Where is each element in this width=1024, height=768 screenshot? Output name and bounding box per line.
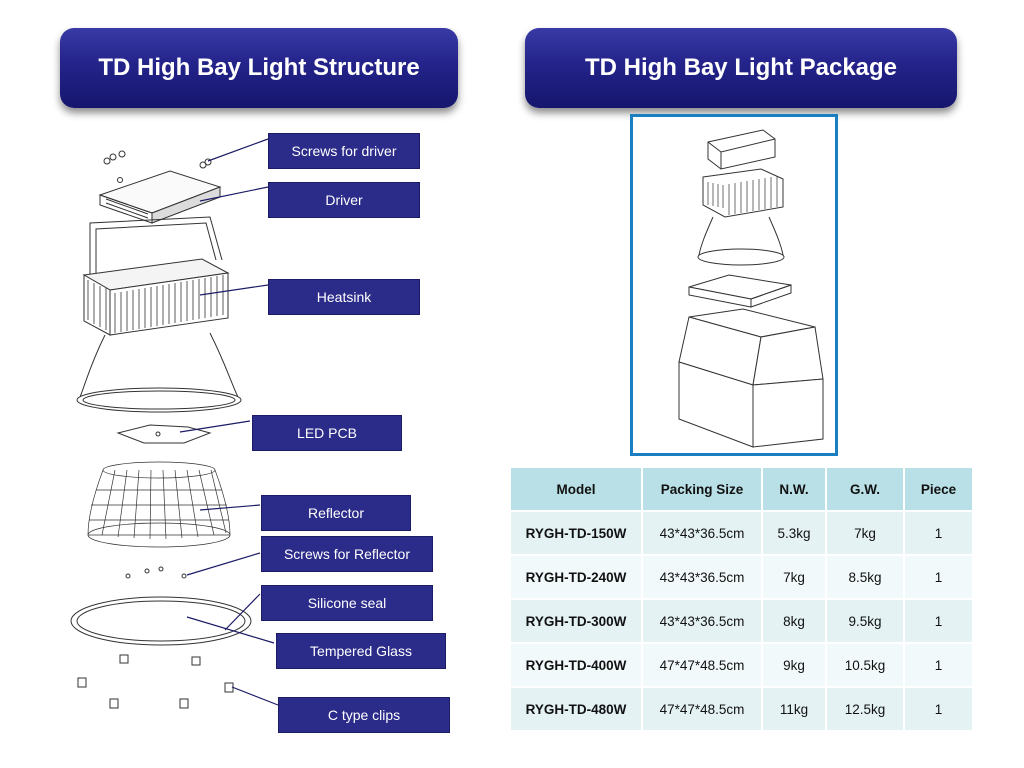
leader-lines [179,138,279,706]
table-row: RYGH-TD-480W 47*47*48.5cm 11kg 12.5kg 1 [511,688,972,730]
cell-net-weight: 7kg [763,556,825,598]
label-tempered-glass: Tempered Glass [276,633,446,669]
cell-piece: 1 [905,556,972,598]
package-title-banner: TD High Bay Light Package [525,28,957,108]
cell-gross-weight: 9.5kg [827,600,903,642]
package-exploded-drawing [678,129,824,448]
package-title: TD High Bay Light Package [584,54,898,81]
cell-packing-size: 43*43*36.5cm [643,600,761,642]
label-text: LED PCB [297,425,357,441]
heatsink-drawing [82,216,230,336]
cell-packing-size: 43*43*36.5cm [643,556,761,598]
label-text: Screws for Reflector [283,546,411,562]
label-heatsink: Heatsink [268,279,420,315]
label-screws-for-reflector: Screws for Reflector [261,536,433,572]
label-silicone-seal: Silicone seal [261,585,433,621]
cell-gross-weight: 8.5kg [827,556,903,598]
cell-net-weight: 8kg [763,600,825,642]
label-driver: Driver [268,182,420,218]
package-spec-table: Model Packing Size N.W. G.W. Piece RYGH-… [509,466,974,732]
table-header-row: Model Packing Size N.W. G.W. Piece [511,468,972,510]
led-pcb-drawing [116,424,212,444]
cell-model: RYGH-TD-400W [511,644,641,686]
cell-model: RYGH-TD-480W [511,688,641,730]
cell-packing-size: 43*43*36.5cm [643,512,761,554]
label-led-pcb: LED PCB [252,415,402,451]
cell-piece: 1 [905,512,972,554]
cell-gross-weight: 10.5kg [827,644,903,686]
cell-model: RYGH-TD-240W [511,556,641,598]
label-text: Screws for driver [291,143,397,159]
cell-packing-size: 47*47*48.5cm [643,688,761,730]
header-packing-size: Packing Size [643,468,761,510]
seal-glass-drawing [70,596,252,646]
housing-drawing [76,332,242,413]
c-clips-drawing [77,654,234,709]
label-text: Reflector [307,505,365,521]
label-text: Tempered Glass [310,643,412,659]
header-piece: Piece [905,468,972,510]
cell-packing-size: 47*47*48.5cm [643,644,761,686]
structure-title: TD High Bay Light Structure [98,54,420,81]
package-illustration-frame [630,114,838,456]
cell-model: RYGH-TD-150W [511,512,641,554]
cell-gross-weight: 7kg [827,512,903,554]
label-text: C type clips [327,707,401,723]
cell-model: RYGH-TD-300W [511,600,641,642]
label-text: Heatsink [316,289,372,305]
cell-piece: 1 [905,688,972,730]
header-net-weight: N.W. [763,468,825,510]
label-text: Driver [325,192,363,208]
exploded-structure-diagram [70,138,279,709]
label-reflector: Reflector [261,495,411,531]
cell-net-weight: 11kg [763,688,825,730]
reflector-screws-drawing [125,566,187,579]
cell-piece: 1 [905,644,972,686]
label-screws-for-driver: Screws for driver [268,133,420,169]
table-row: RYGH-TD-300W 43*43*36.5cm 8kg 9.5kg 1 [511,600,972,642]
header-model: Model [511,468,641,510]
cell-gross-weight: 12.5kg [827,688,903,730]
table-row: RYGH-TD-240W 43*43*36.5cm 7kg 8.5kg 1 [511,556,972,598]
cell-piece: 1 [905,600,972,642]
table-row: RYGH-TD-400W 47*47*48.5cm 9kg 10.5kg 1 [511,644,972,686]
structure-title-banner: TD High Bay Light Structure [60,28,458,108]
driver-screws-drawing [103,150,212,183]
label-text: Silicone seal [307,595,387,611]
cell-net-weight: 9kg [763,644,825,686]
cell-net-weight: 5.3kg [763,512,825,554]
header-gross-weight: G.W. [827,468,903,510]
label-c-type-clips: C type clips [278,697,450,733]
table-row: RYGH-TD-150W 43*43*36.5cm 5.3kg 7kg 1 [511,512,972,554]
reflector-drawing [87,461,231,548]
